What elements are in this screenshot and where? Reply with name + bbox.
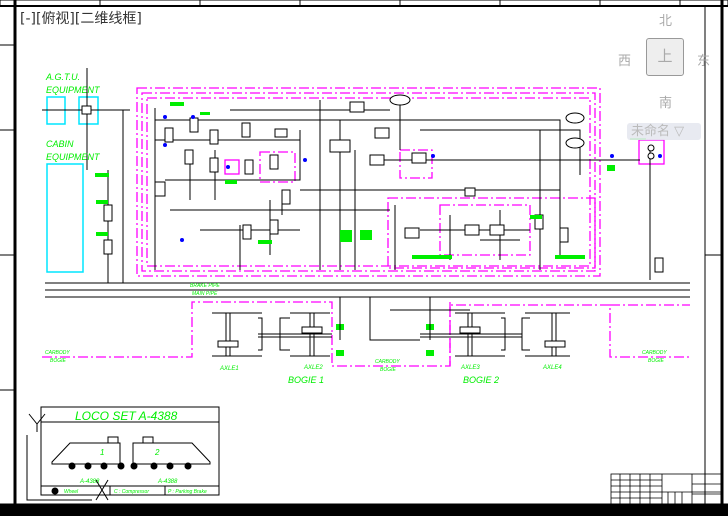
control-boundaries	[136, 87, 665, 277]
svg-text:CARBODY: CARBODY	[375, 359, 400, 365]
svg-text:BOGIE: BOGIE	[648, 358, 665, 364]
viewcube-east[interactable]: 东	[697, 54, 711, 69]
bogie-1[interactable]: AXLE1 AXLE2 BOGIE 1	[212, 312, 332, 385]
axle1-label: AXLE1	[219, 366, 239, 372]
main-pipe-label: MAIN PIPE	[192, 291, 218, 297]
loco-legend[interactable]: LOCO SET A-4388 1 2 A-4388 A-4388 Wheel …	[40, 406, 220, 496]
car2-id: A-4388	[157, 479, 178, 485]
loco-title: LOCO SET A-4388	[75, 409, 178, 423]
viewcube-west[interactable]: 西	[618, 54, 632, 69]
valve-symbols[interactable]	[154, 94, 664, 273]
svg-text:CARBODY: CARBODY	[642, 350, 667, 356]
axle2-label: AXLE2	[303, 365, 323, 371]
svg-text:BOGIE: BOGIE	[50, 358, 67, 364]
agtu-label: A.G.T.U.	[45, 72, 80, 82]
key-parking: P : Parking Brake	[168, 489, 207, 495]
bogie2-label: BOGIE 2	[463, 375, 499, 385]
cabin-label: CABIN	[46, 139, 74, 149]
key-wheel: Wheel	[64, 489, 79, 495]
viewport-controls[interactable]: [-][俯视][二维线框]	[20, 8, 142, 28]
car1-number: 1	[100, 448, 104, 457]
bogie-boundaries	[42, 301, 692, 367]
cabin-label-2: EQUIPMENT	[46, 152, 101, 162]
brake-pipe-label: BRAKE PIPE	[190, 283, 220, 289]
car1-id: A-4388	[79, 479, 100, 485]
axle4-label: AXLE4	[542, 365, 562, 371]
ucs-name: 未命名	[631, 124, 671, 139]
ucs-icon	[26, 413, 109, 501]
viewcube-top-face[interactable]: 上	[646, 38, 684, 76]
key-compressor: C : Compressor	[114, 489, 149, 495]
axle3-label: AXLE3	[460, 365, 480, 371]
viewcube-south[interactable]: 南	[659, 96, 673, 111]
agtu-equipment[interactable]: A.G.T.U. EQUIPMENT	[42, 68, 130, 170]
pneumatic-piping	[154, 100, 651, 280]
title-block[interactable]	[610, 473, 723, 505]
viewcube-north[interactable]: 北	[659, 14, 673, 29]
ucs-menu[interactable]: 未命名 ▽	[627, 123, 701, 140]
chevron-down-icon: ▽	[674, 124, 685, 139]
car2-number: 2	[154, 448, 160, 457]
port-markers	[163, 115, 662, 242]
bogie1-label: BOGIE 1	[288, 375, 324, 385]
svg-text:CARBODY: CARBODY	[45, 350, 70, 356]
agtu-label-2: EQUIPMENT	[46, 85, 101, 95]
viewcube[interactable]: 北 西 东 南 上	[616, 8, 716, 111]
svg-text:BOGIE: BOGIE	[380, 367, 397, 373]
connecting-pipes	[339, 297, 470, 341]
cabin-equipment[interactable]: CABIN EQUIPMENT	[46, 110, 124, 283]
carbody-labels: CARBODY BOGIE CARBODY BOGIE CARBODY BOGIE	[45, 350, 667, 373]
train-pipes: BRAKE PIPE MAIN PIPE	[45, 282, 690, 298]
bogie-2[interactable]: AXLE3 AXLE4 BOGIE 2	[420, 312, 570, 385]
